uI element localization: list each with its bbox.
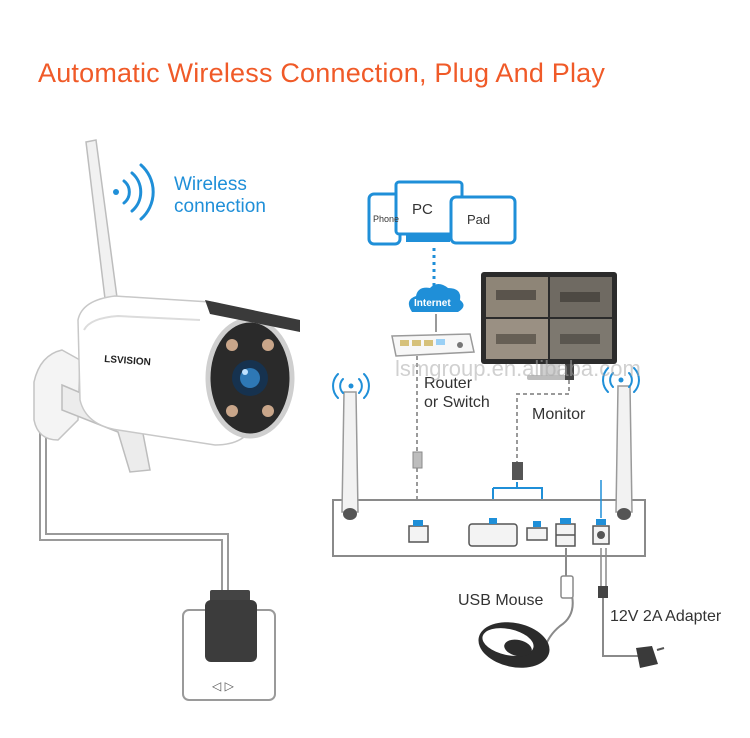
- power-adapter: [598, 548, 665, 668]
- router-device: [391, 333, 475, 357]
- wall-power-adapter: ◁ ▷: [182, 590, 276, 701]
- nvr-wifi-icon-left: [332, 373, 370, 399]
- vga-port: [468, 523, 518, 547]
- client-devices: Phone PC Pad: [367, 180, 517, 246]
- pad-label: Pad: [467, 212, 490, 227]
- adapter-label: 12V 2A Adapter: [610, 608, 722, 625]
- wireless-connection-label: Wireless connection: [174, 174, 266, 218]
- usb-mouse-label: USB Mouse: [458, 592, 544, 609]
- internet-cloud-icon: Internet: [408, 284, 464, 312]
- pc-label: PC: [412, 201, 433, 218]
- phone-label: Phone: [373, 214, 399, 224]
- wireless-label-line2: connection: [174, 196, 266, 217]
- watermark-text: lsmgroup.en.alibaba.com: [395, 356, 641, 381]
- socket-arrows-icon: ◁ ▷: [212, 679, 235, 693]
- router-label-line2: or Switch: [424, 394, 490, 411]
- internet-label: Internet: [414, 298, 451, 309]
- router-label: Router or Switch: [424, 374, 490, 412]
- wireless-label-line1: Wireless: [174, 174, 247, 195]
- nvr-antenna-left: [341, 391, 359, 520]
- nvr-wifi-icon-right: [602, 367, 640, 393]
- hdmi-port: [526, 527, 548, 541]
- router-label-line1: Router: [424, 375, 473, 392]
- monitor-device: [481, 272, 617, 380]
- camera-brand-text: LSVISION: [104, 354, 151, 368]
- wifi-signal-icon: [113, 163, 155, 221]
- usb-mouse: [478, 548, 574, 668]
- lan-port: [408, 525, 429, 543]
- wireless-camera: LSVISION: [33, 139, 300, 473]
- nvr-antenna-right: [615, 385, 633, 520]
- monitor-label: Monitor: [532, 406, 586, 423]
- page-title: Automatic Wireless Connection, Plug And …: [38, 58, 606, 88]
- camera-power-cable: [39, 420, 229, 590]
- pad-device: [449, 195, 517, 245]
- nvr-recorder: [332, 499, 646, 557]
